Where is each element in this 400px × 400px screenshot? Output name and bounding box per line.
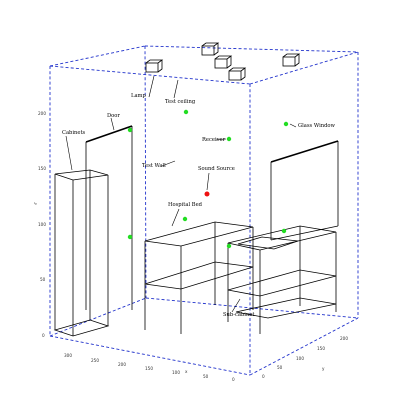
sound-source-marker [204,191,210,197]
z-tick-150: 150 [38,166,46,171]
z-tick-50: 50 [40,277,46,282]
label-test-ceiling: Test ceiling [165,99,196,105]
y-axis-label: y [322,366,325,371]
receiver-4 [283,121,289,127]
x-axis-ticks: 300 250 200 150 100 50 0 [64,353,235,382]
y-tick-100: 100 [296,356,304,361]
x-axis-label: x [185,369,188,374]
z-tick-100: 100 [38,222,46,227]
lamp-2 [201,42,220,56]
label-sub-cabinet: Sub-cabinet [223,312,255,318]
receiver-2 [127,127,133,133]
label-glass-window: Glass Window [298,123,336,129]
receiver-1 [183,109,189,115]
glass-window-object [270,140,339,241]
y-tick-200: 200 [340,336,348,341]
label-door: Door [107,113,120,119]
x-tick-100: 100 [172,370,180,375]
label-hospital-bed: Hospital Bed [168,202,203,208]
receiver-8 [281,228,287,234]
receivers [127,109,289,249]
receiver-7 [226,243,232,249]
lamps [145,42,301,81]
hospital-bed-object [144,221,254,334]
receiver-6 [182,216,188,222]
cabinets-object [53,169,110,337]
room-outline [49,45,359,376]
z-axis-label: z [32,201,38,206]
y-tick-150: 150 [317,346,325,351]
lamp-4 [228,67,247,81]
y-tick-50: 50 [277,365,283,370]
label-sound-source: Sound Source [198,166,235,172]
label-receiver: Receiver [202,137,226,143]
label-lamp: Lamp [131,93,146,99]
x-tick-300: 300 [64,353,72,358]
z-axis-ticks: 200 150 100 50 0 [38,111,46,338]
lamp-3 [214,55,233,69]
y-axis-ticks: 0 50 100 150 200 [262,336,348,379]
x-tick-50: 50 [203,374,209,379]
receiver-5 [127,234,133,240]
lamp-5 [282,53,301,67]
sub-cabinet-object [227,225,337,334]
x-tick-0: 0 [232,377,235,382]
y-tick-0: 0 [262,374,265,379]
lamp-1 [145,59,164,73]
leader-arrows [65,75,297,313]
label-cabinets: Cabinets [62,130,86,136]
x-tick-250: 250 [91,358,99,363]
z-tick-0: 0 [42,333,45,338]
z-tick-200: 200 [38,111,46,116]
receiver-3 [226,136,232,142]
x-tick-200: 200 [118,362,126,367]
door-object [85,125,133,310]
label-test-wall: Test Wall [142,163,166,169]
x-tick-150: 150 [145,366,153,371]
